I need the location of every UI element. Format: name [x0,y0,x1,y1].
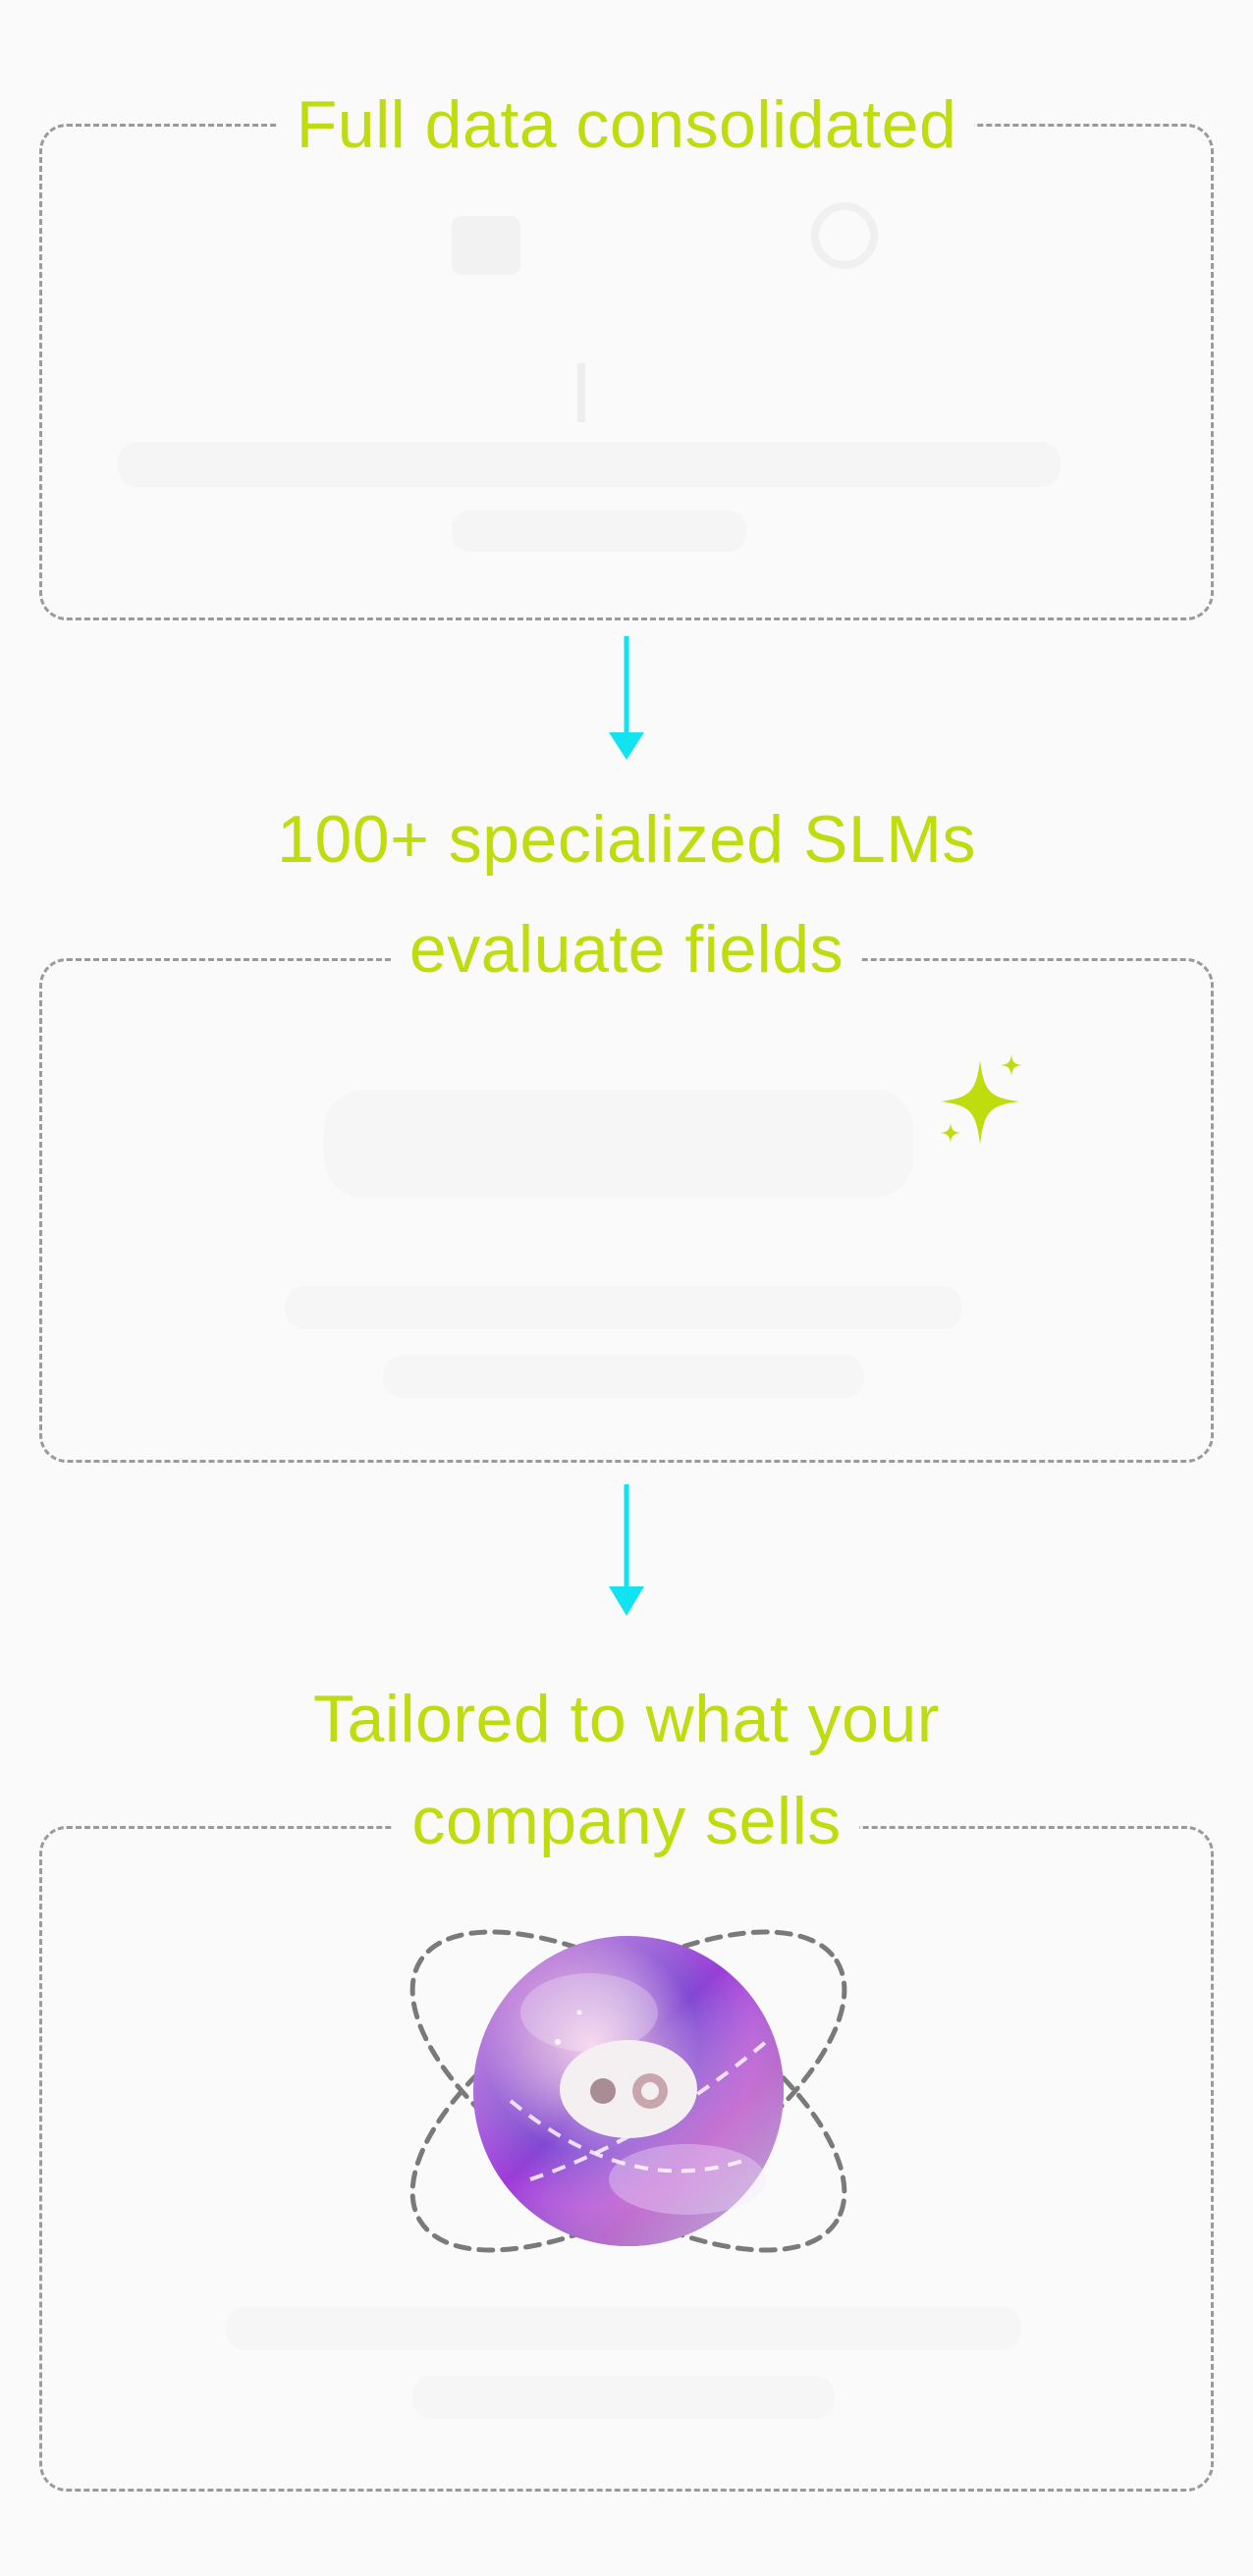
step-2-title-line-2: evaluate fields [0,895,1253,1003]
step-2-title-line-1: 100+ specialized SLMs [0,785,1253,893]
arrow-down-icon [609,636,644,760]
step-3-title-line-1: Tailored to what your [0,1665,1253,1773]
step-2-ghost-content [0,1070,1253,1423]
orb-logo-icon [393,1905,864,2278]
faint-illustration [226,2307,1021,2419]
step-3-ghost-content [0,2287,1253,2444]
faint-illustration [118,202,1061,552]
step-3-title-line-2: company sells [0,1767,1253,1875]
sparkle-icon [941,1054,1022,1145]
arrow-down-icon [609,1484,644,1616]
step-1-title-text: Full data consolidated [278,87,975,162]
step-1-ghost-content [0,196,1253,569]
step-1-title: Full data consolidated [0,71,1253,179]
faint-illustration [285,1090,962,1398]
